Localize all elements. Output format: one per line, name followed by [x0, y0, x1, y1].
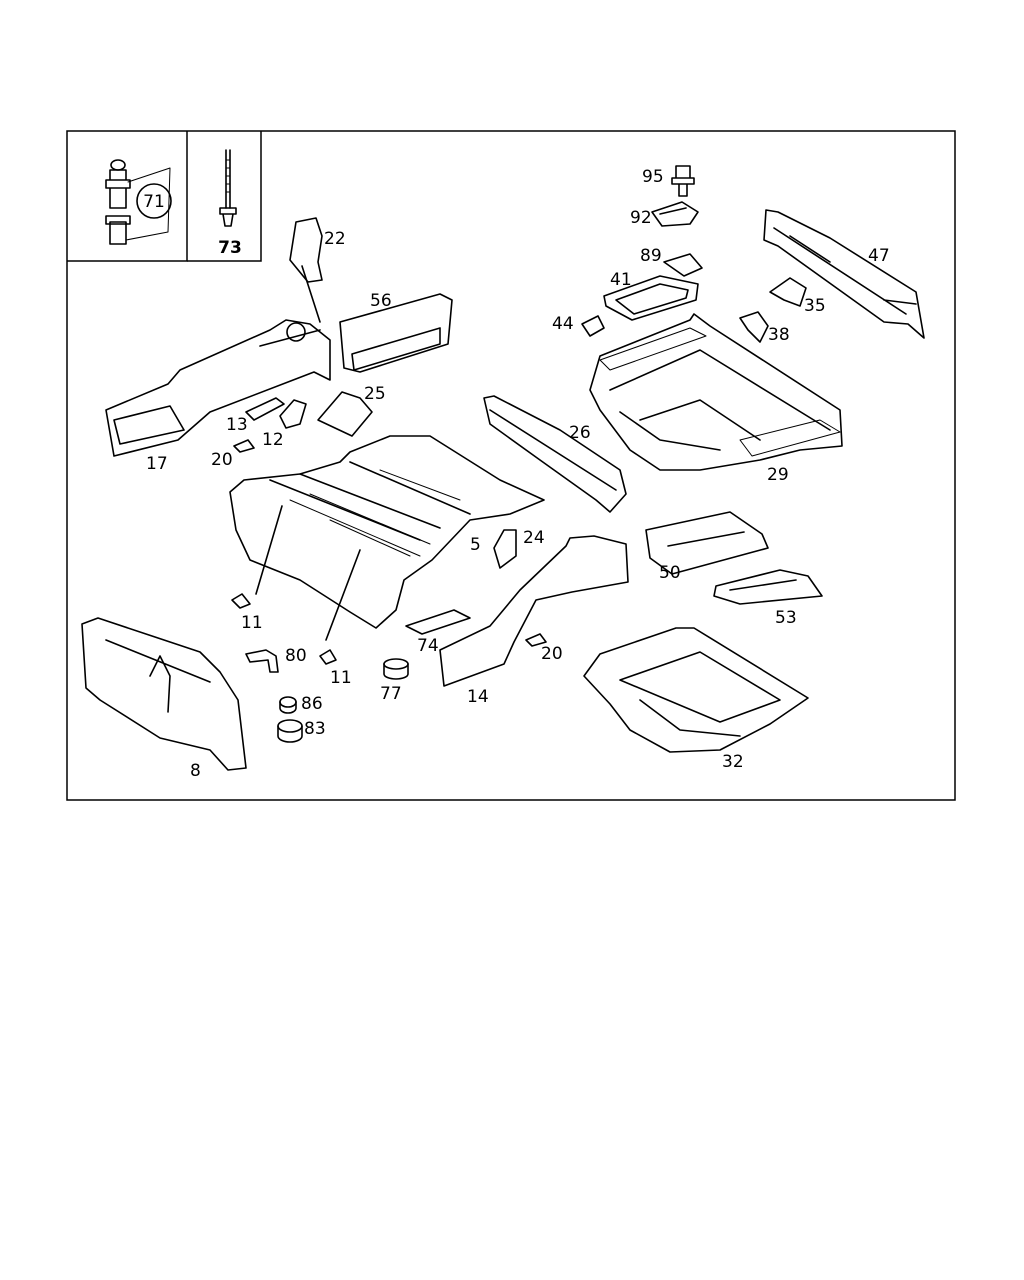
label-35: 35: [804, 296, 826, 316]
part-22-bracket: [289, 217, 323, 283]
label-95: 95: [642, 167, 664, 187]
label-83: 83: [304, 719, 326, 739]
label-44: 44: [552, 314, 574, 334]
part-77-grommet: [383, 658, 409, 680]
callout-circle-71: [136, 183, 172, 219]
part-20-clip-a: [233, 439, 255, 453]
part-29-rear-floor-detail: [599, 327, 841, 457]
part-83-nut: [277, 719, 303, 743]
part-11-clip-b: [319, 649, 337, 665]
label-92: 92: [630, 208, 652, 228]
leader-11-a: [255, 505, 283, 595]
label-73: 73: [218, 238, 242, 258]
label-12: 12: [262, 430, 284, 450]
part-5-main-floor: [229, 435, 545, 629]
label-29: 29: [767, 465, 789, 485]
label-86: 86: [301, 694, 323, 714]
part-74-plate: [405, 609, 471, 635]
part-25-plate: [317, 391, 373, 437]
label-89: 89: [640, 246, 662, 266]
label-53: 53: [775, 608, 797, 628]
part-38-bracket: [739, 311, 769, 343]
part-8-front-panel: [81, 617, 247, 771]
label-77: 77: [380, 684, 402, 704]
part-92-clip: [651, 201, 699, 227]
part-89-bracket: [663, 253, 703, 277]
label-14: 14: [467, 687, 489, 707]
label-5: 5: [470, 535, 481, 555]
part-35-bracket: [769, 277, 807, 307]
part-29-rear-floor: [589, 313, 843, 471]
label-24: 24: [523, 528, 545, 548]
part-44-bracket: [581, 315, 605, 337]
part-12-bracket: [279, 399, 307, 429]
label-11-b: 11: [330, 668, 352, 688]
inset-frame-73: [187, 131, 262, 262]
leader-11-b: [325, 549, 361, 641]
part-13-plate: [245, 397, 285, 421]
part-73-bolt: 73: [218, 149, 242, 258]
label-17: 17: [146, 454, 168, 474]
label-8: 8: [190, 761, 201, 781]
part-47-crossmember: [763, 209, 925, 339]
label-13: 13: [226, 415, 248, 435]
part-24-bracket: [493, 529, 517, 569]
label-80: 80: [285, 646, 307, 666]
diagram-frame: [66, 130, 956, 801]
leader-22: [301, 265, 321, 323]
part-32-wheel-well: [583, 627, 809, 753]
part-17-mount: [286, 322, 306, 342]
label-74: 74: [417, 636, 439, 656]
label-41: 41: [610, 270, 632, 290]
part-50-panel: [645, 511, 769, 575]
label-50: 50: [659, 563, 681, 583]
label-47: 47: [868, 246, 890, 266]
label-71: 71: [143, 192, 165, 212]
part-20-clip-b: [525, 633, 547, 647]
part-56-panel: [339, 293, 453, 373]
part-11-clip-a: [231, 593, 251, 609]
label-56: 56: [370, 291, 392, 311]
label-38: 38: [768, 325, 790, 345]
part-5-floor-ribs: [289, 469, 461, 557]
label-11-a: 11: [241, 613, 263, 633]
part-80-bracket: [245, 649, 279, 673]
label-26: 26: [569, 423, 591, 443]
part-71-bushing: 71: [105, 159, 172, 245]
label-32: 32: [722, 752, 744, 772]
label-25: 25: [364, 384, 386, 404]
part-41-panel: [603, 275, 699, 321]
part-86-nut: [279, 696, 297, 714]
label-20-a: 20: [211, 450, 233, 470]
part-26-crossmember: [483, 395, 627, 513]
part-14-side-rail: [439, 535, 629, 687]
label-22: 22: [324, 229, 346, 249]
label-20-b: 20: [541, 644, 563, 664]
part-53-panel: [713, 569, 823, 605]
part-95-bolt: [671, 165, 695, 197]
